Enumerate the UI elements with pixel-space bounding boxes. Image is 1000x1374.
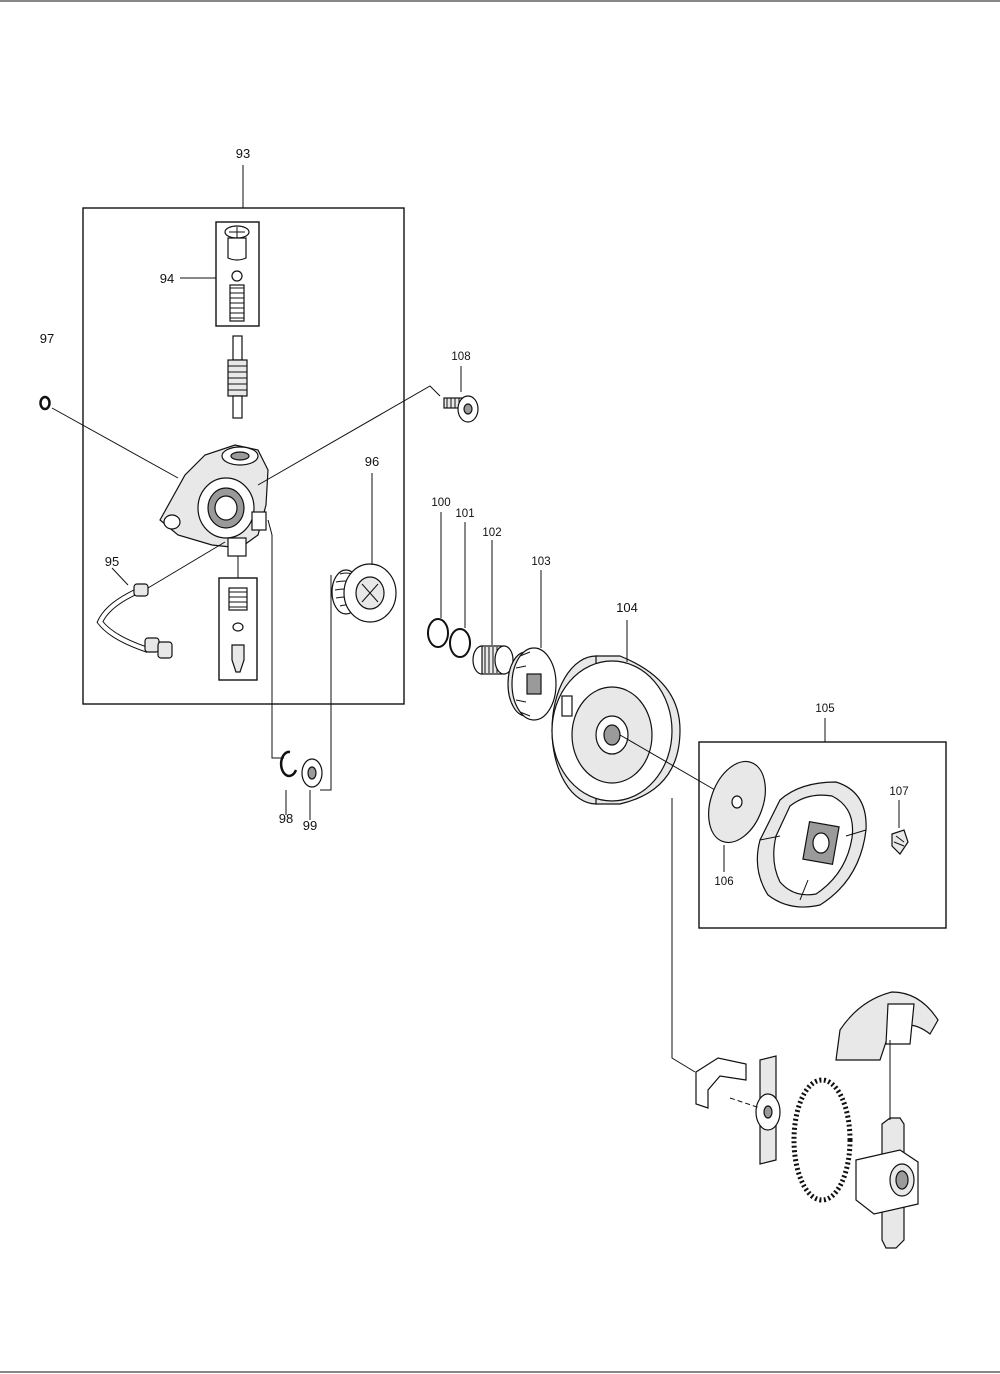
subassembly-94-box bbox=[215, 221, 260, 327]
callout-103: 103 bbox=[531, 556, 550, 568]
leader-95 bbox=[111, 567, 129, 586]
circlip-98-part bbox=[279, 750, 298, 778]
clutch-hub-part bbox=[855, 1117, 919, 1249]
callout-99: 99 bbox=[303, 818, 317, 833]
callout-104: 104 bbox=[616, 600, 638, 615]
worm-gear-96-part bbox=[331, 563, 397, 623]
pump-worm-shaft-part bbox=[227, 335, 248, 419]
lower-valve-parts bbox=[228, 587, 248, 673]
leader-98-top bbox=[267, 519, 284, 759]
callout-102: 102 bbox=[482, 527, 501, 539]
clutch-center-dashline bbox=[729, 1097, 761, 1109]
callout-107: 107 bbox=[889, 786, 908, 798]
clutch-coil-spring-part bbox=[791, 1077, 853, 1203]
spring-107-part bbox=[891, 829, 909, 855]
clutch-shoes-part bbox=[756, 781, 867, 908]
callout-94: 94 bbox=[160, 271, 174, 286]
leader-95-housing bbox=[147, 541, 226, 589]
callout-95: 95 bbox=[105, 554, 119, 569]
washer-101-part bbox=[449, 628, 471, 658]
clutch-drum-104-part bbox=[551, 655, 681, 805]
o-ring-97-part bbox=[39, 395, 51, 411]
assembly-105-box bbox=[698, 741, 947, 929]
callout-100: 100 bbox=[431, 497, 450, 509]
clutch-retainer-clip-part bbox=[695, 1057, 747, 1109]
leader-96-99 bbox=[320, 575, 332, 791]
callout-101: 101 bbox=[455, 508, 474, 520]
leader-97 bbox=[51, 407, 179, 479]
leader-108-housing bbox=[257, 385, 441, 486]
oil-hose-part bbox=[96, 583, 173, 659]
screw-108-part bbox=[443, 395, 479, 423]
callout-96: 96 bbox=[365, 454, 379, 469]
clutch-plate-part bbox=[755, 1055, 781, 1165]
leader-104-clutch bbox=[671, 798, 696, 1073]
sprocket-103-part bbox=[507, 647, 557, 721]
callout-93: 93 bbox=[236, 146, 250, 161]
callout-97: 97 bbox=[40, 331, 54, 346]
oil-pump-housing-part bbox=[159, 444, 269, 557]
needle-bearing-102-part bbox=[472, 645, 514, 675]
washer-106-hole bbox=[731, 795, 743, 809]
clutch-shoe-detail-part bbox=[835, 991, 939, 1061]
callout-108: 108 bbox=[451, 351, 470, 363]
washer-100-part bbox=[427, 618, 449, 648]
oil-pump-cap-part bbox=[224, 225, 250, 322]
callout-106: 106 bbox=[714, 876, 733, 888]
washer-99-hole bbox=[307, 766, 317, 780]
callout-98: 98 bbox=[279, 811, 293, 826]
callout-105: 105 bbox=[815, 703, 834, 715]
